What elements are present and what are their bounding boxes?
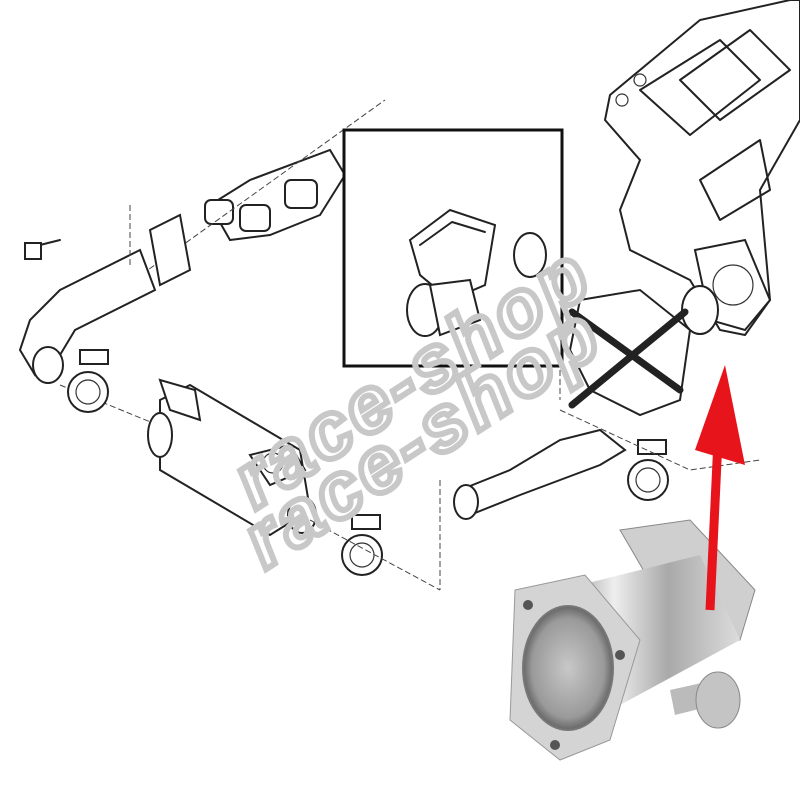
egr-delete-pipe-photo (509, 519, 756, 761)
exhaust-manifold (119, 99, 386, 291)
throttle-body-inset (342, 128, 564, 368)
egr-pipe-right (453, 409, 761, 520)
hose-clamps (67, 349, 669, 576)
egr-pipe-left (18, 205, 192, 431)
egr-cooler (147, 378, 441, 591)
cross-mark-icon (568, 308, 689, 409)
arrow-up-icon (695, 365, 745, 611)
intake-manifold (603, 0, 800, 337)
